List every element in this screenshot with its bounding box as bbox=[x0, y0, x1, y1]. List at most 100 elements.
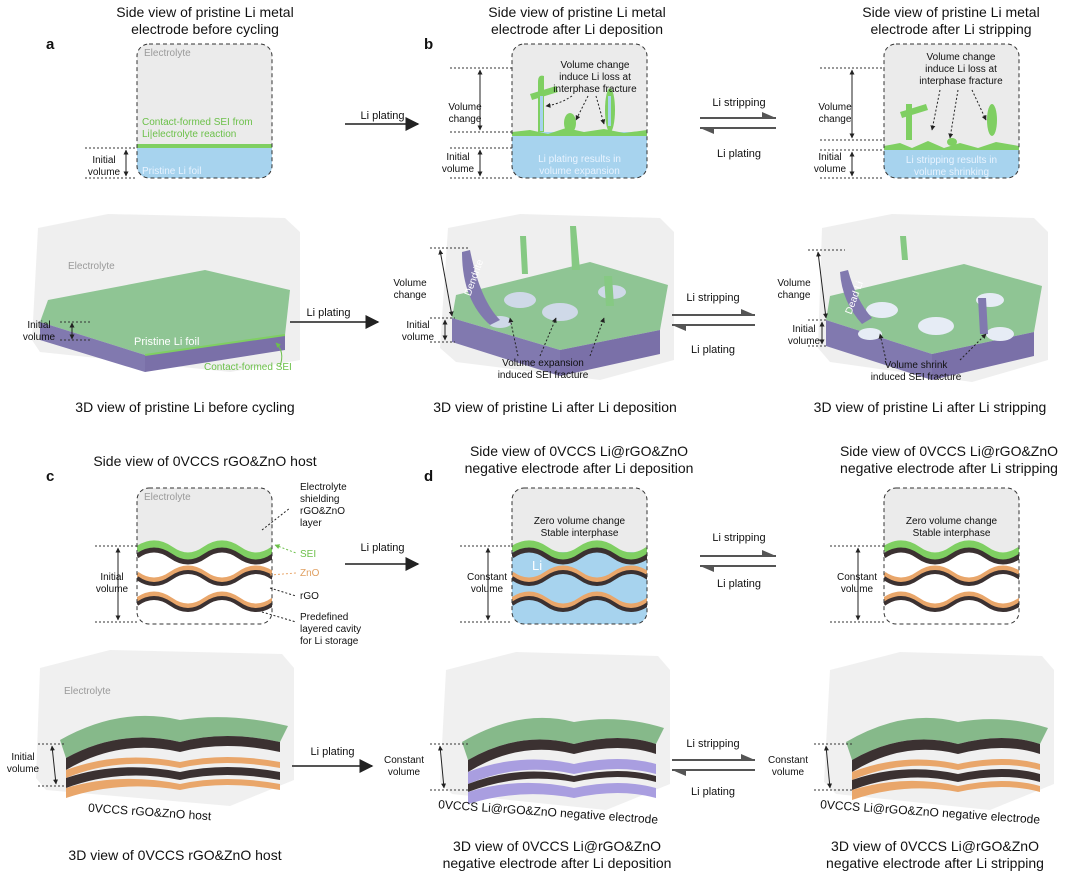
label-line: Initial bbox=[792, 324, 816, 335]
caption-line: 3D view of 0VCCS Li@rGO&ZnO bbox=[831, 838, 1039, 854]
side-box-host-after-stripping bbox=[883, 487, 1020, 625]
label-electrolyte-shielding: Electrolyte shielding rGO&ZnO layer bbox=[300, 482, 347, 530]
label-line: volume bbox=[441, 164, 475, 175]
label-line: induced SEI fracture bbox=[497, 370, 589, 381]
label-line: volume bbox=[95, 584, 129, 595]
side-box-after-stripping bbox=[883, 43, 1020, 179]
label-line: Constant bbox=[383, 755, 425, 766]
label-volume-expansion-fracture: Volume expansion induced SEI fracture bbox=[480, 358, 606, 382]
panel-label-c: c bbox=[46, 468, 55, 485]
label-line: change bbox=[393, 290, 427, 301]
label-line: Li plating results in bbox=[538, 154, 621, 165]
panel-label-b: b bbox=[424, 36, 434, 53]
label-electrolyte-3d-d: Electrolyte bbox=[64, 686, 111, 697]
label-li-plating-3b: Li plating bbox=[716, 578, 762, 590]
label-line: Li|electrolyte reaction bbox=[142, 129, 237, 140]
label-line: Initial bbox=[27, 320, 51, 331]
label-line: volume bbox=[22, 332, 56, 343]
label-electrolyte-d: Electrolyte bbox=[144, 492, 191, 503]
label-line: Initial bbox=[92, 155, 116, 166]
label-line: Volume expansion bbox=[502, 358, 584, 369]
caption-3d-host: 3D view of 0VCCS rGO&ZnO host bbox=[68, 847, 282, 863]
label-line: volume expansion bbox=[539, 166, 620, 177]
caption-3d-pristine-after-deposition: 3D view of pristine Li after Li depositi… bbox=[433, 399, 677, 415]
volume-brackets-3d-c bbox=[808, 249, 987, 361]
side-box-pristine bbox=[136, 43, 273, 179]
label-volume-change-c: Volume change bbox=[818, 102, 852, 126]
label-line: interphase fracture bbox=[553, 84, 637, 95]
label-rgo: rGO bbox=[300, 591, 319, 602]
label-line: for Li storage bbox=[300, 636, 359, 647]
label-line: rGO&ZnO bbox=[300, 506, 346, 517]
title-line: negative electrode after Li stripping bbox=[840, 460, 1058, 476]
label-volume-change-b: Volume change bbox=[448, 102, 482, 126]
label-li-stripping-2: Li stripping bbox=[686, 292, 740, 304]
side-box-host-after-deposition bbox=[511, 487, 648, 625]
label-line: change bbox=[777, 290, 811, 301]
label-line: Initial bbox=[11, 752, 35, 763]
label-line: volume bbox=[840, 584, 874, 595]
label-line: volume shrinking bbox=[913, 167, 990, 178]
initial-volume-bracket-a bbox=[85, 147, 137, 179]
volume-brackets-b bbox=[450, 67, 512, 179]
equilibrium-arrows-4 bbox=[672, 754, 755, 776]
title-pristine-after-stripping: Side view of pristine Li metal electrode… bbox=[826, 4, 1076, 38]
label-li-stripping-4: Li stripping bbox=[686, 738, 740, 750]
title-line: Side view of pristine Li metal bbox=[862, 4, 1040, 20]
label-initial-volume-3d-a: Initial volume bbox=[20, 320, 58, 344]
title-line: Side view of 0VCCS Li@rGO&ZnO bbox=[469, 443, 689, 459]
label-pristine-foil-a: Pristine Li foil bbox=[142, 166, 202, 177]
label-line: Zero volume change bbox=[905, 516, 998, 527]
label-line: Li stripping results in bbox=[905, 155, 998, 166]
label-line: shielding bbox=[300, 494, 340, 505]
equilibrium-arrows-3 bbox=[700, 550, 776, 572]
label-volume-shrink-fracture: Volume shrink induced SEI fracture bbox=[856, 360, 976, 384]
volume-brackets-c bbox=[820, 67, 884, 179]
block-3d-neg-after-deposition bbox=[440, 652, 670, 810]
title-host: Side view of 0VCCS rGO&ZnO host bbox=[93, 453, 317, 469]
label-line: Zero volume change bbox=[533, 516, 626, 527]
caption-3d-neg-after-deposition: 3D view of 0VCCS Li@rGO&ZnO negative ele… bbox=[412, 838, 702, 872]
label-volume-change-fracture-b: Volume change induce Li loss at interpha… bbox=[540, 60, 650, 96]
caption-3d-neg-after-stripping: 3D view of 0VCCS Li@rGO&ZnO negative ele… bbox=[790, 838, 1080, 872]
caption-line: negative electrode after Li deposition bbox=[442, 855, 672, 871]
label-zero-volume-e: Zero volume change Stable interphase bbox=[512, 516, 647, 540]
panel-label-d: d bbox=[424, 468, 434, 485]
title-host-after-deposition: Side view of 0VCCS Li@rGO&ZnO negative e… bbox=[444, 443, 714, 477]
label-zno: ZnO bbox=[300, 568, 320, 579]
label-line: Volume bbox=[393, 278, 427, 289]
label-plating-result: Li plating results in volume expansion bbox=[512, 154, 647, 178]
label-line: volume bbox=[787, 336, 821, 347]
block-3d-neg-after-stripping bbox=[824, 652, 1054, 810]
label-electrolyte-3d-a: Electrolyte bbox=[68, 261, 115, 272]
label-initial-volume-b: Initial volume bbox=[440, 152, 476, 176]
block-3d-host bbox=[36, 650, 294, 806]
label-initial-volume-3d-c: Initial volume bbox=[784, 324, 824, 348]
equilibrium-arrows-1 bbox=[700, 112, 776, 134]
label-initial-volume-c: Initial volume bbox=[812, 152, 848, 176]
label-line: Initial bbox=[406, 320, 430, 331]
title-pristine-after-deposition: Side view of pristine Li metal electrode… bbox=[452, 4, 702, 38]
label-pristine-foil-3d: Pristine Li foil bbox=[134, 336, 200, 348]
label-line: Volume bbox=[818, 102, 852, 113]
label-initial-volume-d: Initial volume bbox=[92, 572, 132, 596]
label-line: volume bbox=[387, 767, 421, 778]
label-line: Initial bbox=[818, 152, 842, 163]
label-line: induce Li loss at bbox=[559, 72, 631, 83]
label-line: Electrolyte bbox=[300, 482, 347, 493]
initial-volume-bracket-d bbox=[95, 545, 137, 623]
label-line: volume bbox=[6, 764, 40, 775]
title-line: electrode after Li deposition bbox=[491, 21, 663, 37]
label-line: volume bbox=[771, 767, 805, 778]
title-host-after-stripping: Side view of 0VCCS Li@rGO&ZnO negative e… bbox=[818, 443, 1080, 477]
label-line: change bbox=[818, 114, 852, 125]
label-electrolyte-a: Electrolyte bbox=[144, 48, 191, 59]
label-li-plating-1b: Li plating bbox=[716, 148, 762, 160]
side-box-host bbox=[136, 487, 297, 625]
label-line: Stable interphase bbox=[912, 528, 991, 539]
constant-volume-bracket-3d-e bbox=[430, 743, 468, 791]
label-li-plating-4b: Li plating bbox=[690, 786, 736, 798]
label-line: volume bbox=[470, 584, 504, 595]
label-line: Volume bbox=[448, 102, 482, 113]
